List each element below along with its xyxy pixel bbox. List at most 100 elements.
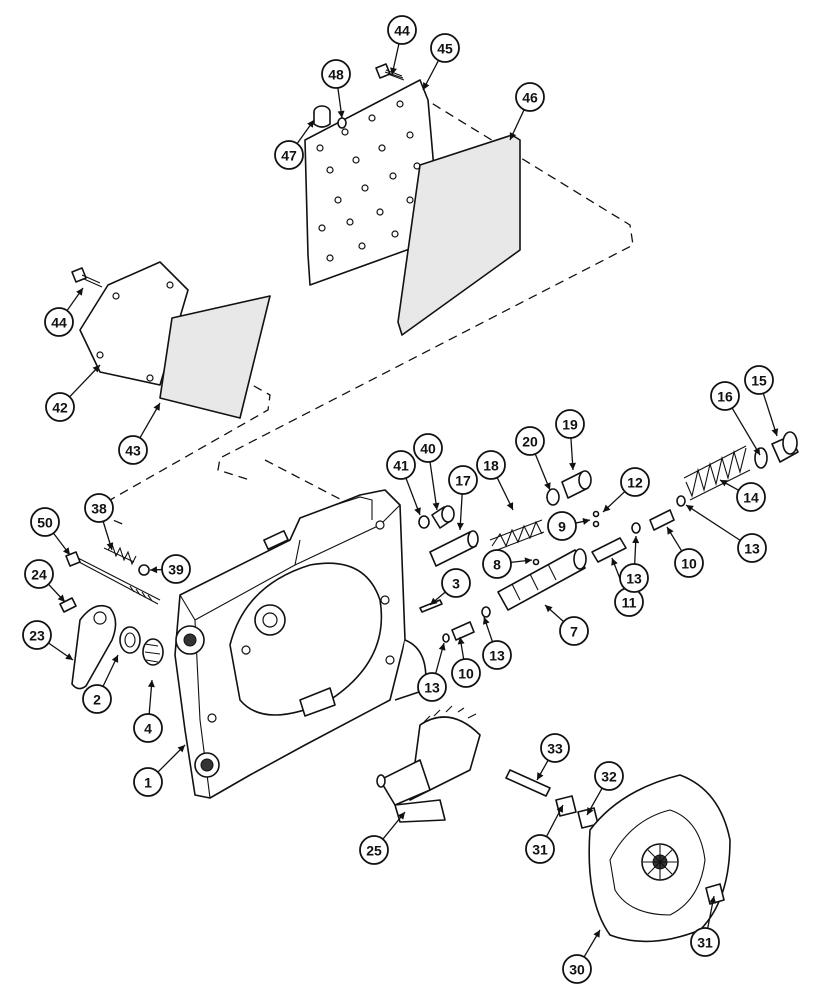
plug-40 [431, 505, 455, 529]
callout-number: 3 [452, 576, 460, 592]
callout-c4: 4 [133, 679, 163, 743]
leader-arrowhead [438, 643, 446, 651]
plug-19 [561, 470, 592, 499]
callout-c15: 15 [744, 365, 779, 437]
callout-c48: 48 [321, 59, 351, 119]
leader-arrowhead [397, 812, 405, 820]
callout-number: 1 [144, 775, 152, 791]
callout-circle [413, 433, 443, 463]
leader-arrowhead [720, 480, 728, 487]
callout-number: 24 [31, 567, 47, 583]
callout-number: 9 [558, 519, 566, 535]
callout-circle [84, 493, 114, 523]
callout-circle [118, 435, 148, 465]
callout-circle [448, 465, 478, 495]
callout-c20: 20 [515, 426, 551, 491]
leader-arrowhead [753, 447, 760, 455]
callout-circle [45, 392, 75, 422]
leader-arrowhead [771, 428, 779, 436]
callout-c13c: 13 [619, 535, 649, 593]
callout-c9: 9 [547, 511, 591, 541]
callout-number: 42 [52, 400, 68, 416]
callout-number: 32 [601, 769, 617, 785]
callout-c24: 24 [24, 559, 66, 603]
plug-15 [771, 431, 799, 463]
valve-11 [591, 537, 627, 563]
callout-number: 18 [483, 458, 499, 474]
callout-number: 10 [681, 556, 697, 572]
callout-circle [30, 507, 60, 537]
callout-c45: 45 [422, 33, 460, 91]
callout-number: 31 [697, 935, 713, 951]
callout-number: 44 [394, 23, 410, 39]
callout-c1: 1 [133, 744, 186, 797]
leader-arrowhead [153, 403, 160, 411]
callout-circle [525, 834, 555, 864]
leader-arrowhead [92, 365, 100, 373]
callout-circle [24, 559, 54, 589]
callout-number: 10 [458, 666, 474, 682]
callout-circle [744, 365, 774, 395]
callout-c43: 43 [118, 402, 161, 465]
fitting-47 [313, 105, 331, 128]
leader-arrowhead [582, 518, 590, 525]
callout-c14: 14 [719, 479, 766, 512]
leader-arrowhead [545, 605, 553, 613]
callout-circle [515, 426, 545, 456]
leader-arrowhead [457, 637, 465, 645]
sector-lever-25 [376, 705, 481, 823]
leader-arrowhead [147, 680, 155, 688]
ball-39 [138, 564, 150, 576]
leader-arrowhead [506, 502, 514, 510]
leader-arrowhead [587, 807, 594, 815]
callout-c16: 16 [710, 381, 761, 456]
washer-20 [546, 488, 560, 506]
callout-circle [555, 409, 585, 439]
callout-number: 2 [93, 692, 101, 708]
callout-circle [540, 733, 570, 763]
leader-arrowhead [432, 502, 440, 510]
leader-arrowhead [111, 655, 119, 663]
callout-c41: 41 [386, 450, 421, 516]
leader-arrowhead [65, 653, 73, 660]
callout-number: 30 [569, 962, 585, 978]
callout-number: 39 [168, 562, 184, 578]
callout-number: 44 [51, 315, 67, 331]
leader-arrowhead [150, 566, 158, 574]
callout-c33: 33 [536, 733, 570, 781]
leader-arrowhead [430, 597, 438, 605]
seal-2 [119, 626, 141, 654]
callout-c10b: 10 [666, 526, 704, 578]
callout-c31a: 31 [525, 804, 564, 864]
callout-c13a: 13 [482, 616, 512, 670]
bolt-44-top [375, 63, 405, 81]
callout-circle [386, 450, 416, 480]
callout-number: 13 [744, 541, 760, 557]
washer-48 [337, 117, 347, 129]
bolt-50 [65, 551, 161, 605]
callout-c17: 17 [448, 465, 478, 531]
leader-arrowhead [307, 120, 314, 128]
leader-arrowhead [423, 82, 430, 90]
pins-9-12 [532, 510, 600, 566]
callout-circle [82, 684, 112, 714]
leader-line [762, 393, 778, 437]
callout-number: 48 [328, 67, 344, 83]
callout-c2: 2 [82, 654, 119, 714]
callout-c25: 25 [359, 811, 406, 865]
callout-c7: 7 [544, 604, 589, 646]
callout-c13b: 13 [417, 642, 447, 702]
callout-circle [736, 482, 766, 512]
callout-c47: 47 [274, 119, 315, 170]
callout-layer: 1234789101011121313131314151617181920232… [22, 15, 779, 984]
leader-arrowhead [686, 505, 694, 512]
callout-number: 38 [91, 501, 107, 517]
callout-circle [547, 511, 577, 541]
leader-arrowhead [482, 617, 490, 625]
leader-arrowhead [603, 504, 611, 512]
bolt-44-left [71, 267, 103, 288]
callout-c19: 19 [555, 409, 585, 471]
leader-arrowhead [709, 896, 717, 904]
leader-arrowhead [62, 547, 70, 555]
pin-33 [505, 769, 551, 797]
